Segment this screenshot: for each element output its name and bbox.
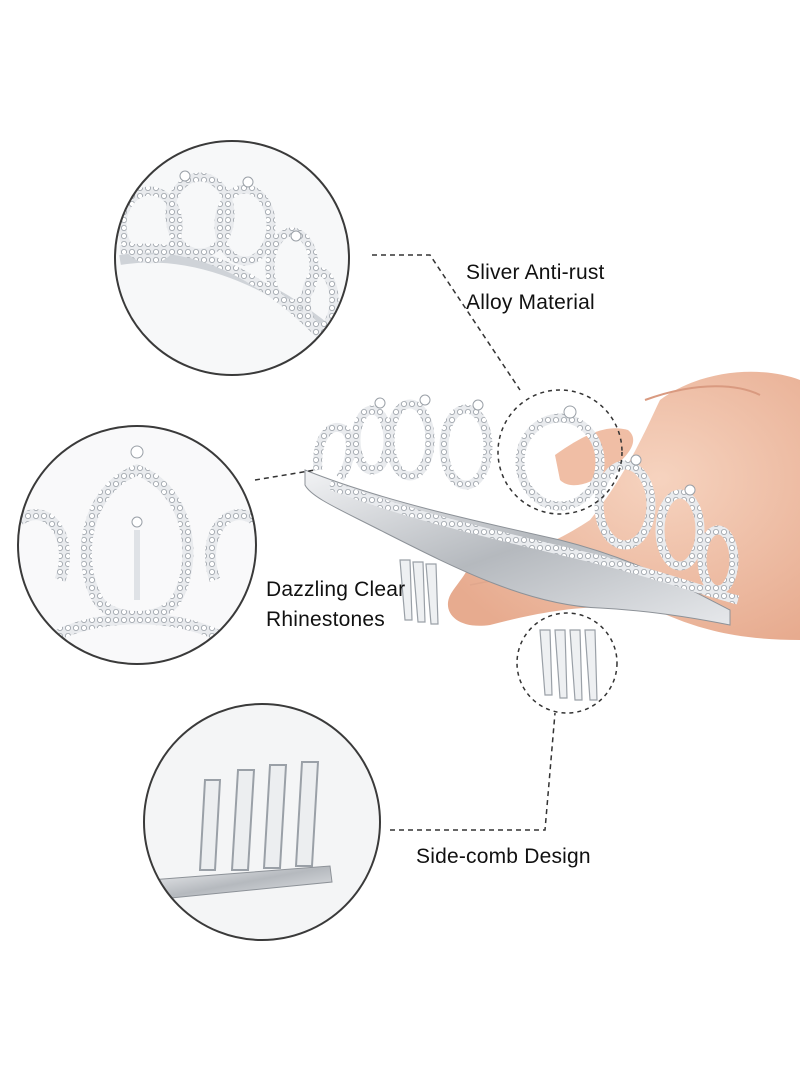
tiara-illustration [304,389,740,714]
caption-material: Sliver Anti-rust Alloy Material [466,261,605,314]
detail-circle-material [114,140,350,376]
detail-circle-comb [143,703,381,941]
comb-icon [539,629,598,701]
detail-circle-rhinestones [17,425,257,665]
leader-lines [254,254,556,831]
caption-comb: Side-comb Design [416,845,591,868]
caption-rhinestones: Dazzling Clear Rhinestones [266,578,406,631]
